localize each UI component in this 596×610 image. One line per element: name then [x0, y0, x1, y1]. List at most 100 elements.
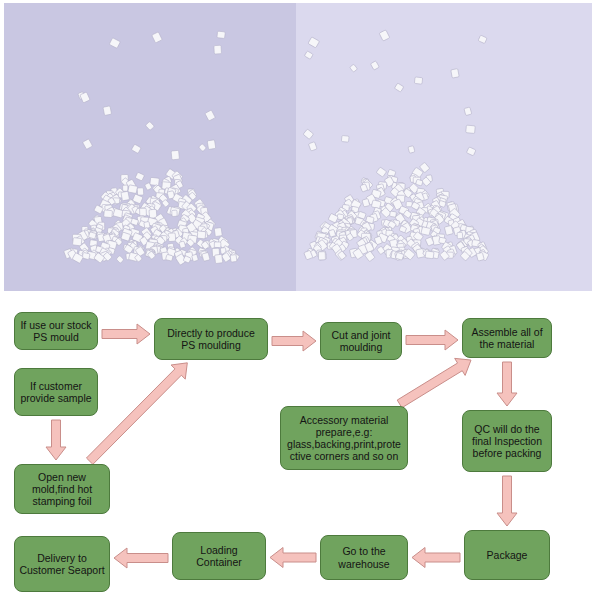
box-label: Open new mold,find hot stamping foil [19, 471, 105, 507]
pellet [464, 107, 472, 116]
pellet [395, 251, 404, 261]
pellet [104, 210, 113, 218]
box-label: Assemble all of the material [467, 326, 547, 350]
pellet [207, 140, 216, 150]
pellet [408, 146, 415, 154]
pellet [346, 233, 354, 241]
pellet [381, 207, 391, 217]
pellet [121, 191, 130, 201]
pellet [466, 125, 476, 133]
pellet [318, 252, 325, 260]
pellet [140, 208, 147, 216]
pellet [166, 254, 174, 261]
process-box: Directly to produce PS moulding [154, 318, 268, 360]
pellet [394, 83, 403, 92]
pellet [444, 225, 453, 235]
pellet [162, 199, 170, 207]
pellet [229, 252, 239, 262]
pellet [109, 38, 120, 49]
process-box: If use our stock PS mould [14, 312, 98, 350]
pellet [360, 184, 368, 192]
pellet [329, 229, 336, 237]
pellet [145, 182, 152, 190]
pellet [318, 251, 326, 261]
process-box: Accessory material prepare,e.g: glass,ba… [280, 406, 408, 470]
pellet [379, 30, 390, 41]
pellet [83, 139, 93, 150]
pellet [215, 254, 223, 263]
pellet [134, 254, 142, 262]
pellet [466, 147, 476, 156]
box-label: Delivery to Customer Seaport [19, 552, 105, 576]
pellet [94, 252, 105, 263]
pellet [214, 227, 222, 236]
pellet [303, 129, 314, 139]
pellet [152, 32, 163, 43]
pellet [338, 251, 347, 260]
pellet [376, 167, 386, 177]
process-box: Loading Container [172, 532, 266, 580]
flow-arrow [114, 548, 168, 568]
pellet [103, 106, 112, 116]
pellet [304, 250, 313, 260]
pellet [365, 251, 375, 262]
flow-arrow [497, 476, 517, 526]
pellet [172, 210, 178, 216]
flow-arrow [272, 331, 316, 351]
pellet [308, 37, 320, 48]
pellet [370, 61, 379, 70]
pellet [440, 251, 450, 261]
box-label: If use our stock PS mould [19, 319, 93, 343]
pellet [425, 237, 434, 246]
flow-arrow [412, 548, 460, 568]
pellet [94, 205, 104, 214]
pellet [183, 256, 191, 264]
flow-arrow [270, 548, 316, 568]
pellet [171, 150, 179, 160]
pellet [414, 77, 422, 84]
flow-arrow [406, 330, 458, 350]
pellet [147, 251, 155, 259]
pellet [390, 211, 397, 217]
pellet [421, 227, 431, 236]
box-label: Loading Container [177, 544, 261, 568]
pellet [335, 249, 346, 260]
pellet [416, 179, 423, 186]
pellet [457, 232, 463, 239]
pellet [308, 142, 317, 151]
pellet [123, 185, 128, 191]
pellet [197, 231, 206, 239]
pellet [377, 246, 385, 255]
pellet [199, 144, 207, 152]
box-label: QC will do the final Inspection before p… [467, 423, 547, 459]
pellet [460, 251, 470, 261]
pellet [217, 31, 225, 38]
pellet [353, 248, 364, 259]
process-box: Go to the warehouse [320, 535, 408, 580]
pellet [145, 121, 154, 130]
flow-arrow [497, 362, 517, 406]
pellet [214, 45, 222, 54]
process-box: QC will do the final Inspection before p… [462, 410, 552, 472]
box-label: Package [469, 549, 545, 561]
pellet [128, 185, 138, 194]
photo-right-ground [296, 3, 592, 291]
pellet-group [64, 30, 489, 265]
pellet [230, 255, 237, 263]
pellet [121, 232, 131, 241]
pellet [350, 64, 358, 72]
pellet [137, 188, 143, 196]
box-label: Go to the warehouse [325, 545, 403, 569]
pellet [80, 92, 90, 103]
pellet [179, 241, 186, 248]
pellet [82, 252, 90, 259]
pellet [451, 69, 459, 78]
pellet [72, 238, 81, 246]
photo-left-ground [4, 3, 296, 291]
process-box: Package [464, 530, 550, 580]
pellet [72, 253, 83, 264]
pellet [192, 254, 199, 262]
box-label: Accessory material prepare,e.g: glass,ba… [285, 414, 403, 462]
